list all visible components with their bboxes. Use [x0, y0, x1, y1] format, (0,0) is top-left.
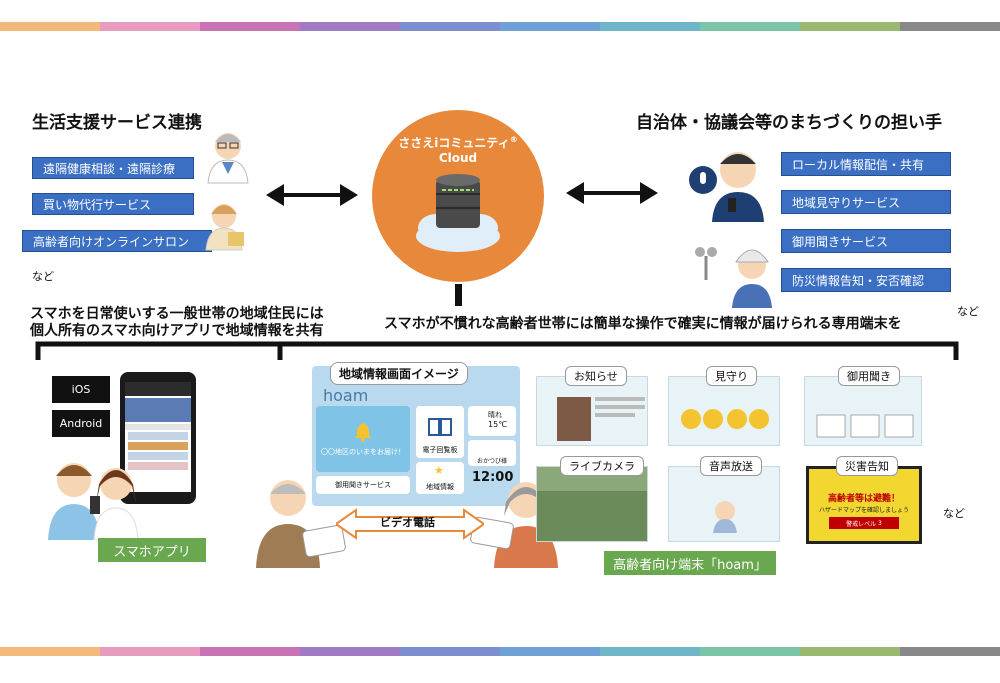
book-icon: [428, 418, 452, 436]
hoam-camera-tile[interactable]: [468, 440, 516, 466]
server-cloud-icon: [416, 174, 500, 252]
service-telehealth: 遠隔健康相談・遠隔診療: [32, 157, 194, 179]
thumb-errand: [804, 376, 922, 446]
hoam-device-label: 高齢者向け端末「hoam」: [604, 551, 776, 575]
hoam-notice-text: 〇〇地区のいまをお届け！: [321, 448, 405, 456]
android-badge: Android: [52, 410, 110, 437]
right-etc: など: [957, 305, 979, 318]
left-etc: など: [32, 270, 54, 283]
hoam-screen-title: 地域情報画面イメージ: [330, 362, 468, 385]
service-online-salon: 高齢者向けオンラインサロン: [22, 230, 212, 252]
smartphone-app-label: スマホアプリ: [98, 538, 206, 562]
thumb-watching-title: 見守り: [706, 366, 757, 386]
service-disaster: 防災情報告知・安否確認: [781, 268, 951, 292]
distribution-bracket: [35, 341, 959, 360]
smartphone-users-line1: スマホを日常使いする一般世帯の地域住民には: [30, 306, 324, 322]
cloud-service-name: ささえiコミュニティ® Cloud: [372, 134, 544, 165]
hoam-clock: 12:00: [472, 470, 514, 485]
smartphone-app-mockup: [120, 372, 196, 504]
hoam-camera-label: おかつび様: [476, 458, 507, 465]
officials-illustration: [689, 152, 772, 308]
thumb-broadcast-title: 音声放送: [700, 456, 762, 476]
service-local-info: ローカル情報配信・共有: [781, 152, 951, 176]
star-icon: ★: [434, 464, 444, 477]
left-section-title: 生活支援サービス連携: [32, 113, 202, 133]
thumb-livecam: [536, 466, 648, 542]
right-double-arrow: [566, 182, 658, 204]
young-couple-illustration: [48, 463, 139, 540]
dedicated-terminal-text: スマホが不慣れな高齢者世帯には簡単な操作で確実に情報が届けられる専用端末を: [384, 316, 902, 332]
service-watching: 地域見守りサービス: [781, 190, 951, 214]
registered-mark: ®: [509, 135, 518, 144]
cloud-connector: [455, 284, 462, 306]
thumb-watching: [668, 376, 780, 446]
hoam-chiiki-tile[interactable]: [416, 462, 464, 494]
right-section-title: 自治体・協議会等のまちづくりの担い手: [636, 113, 942, 133]
hoam-goyo-tile[interactable]: 御用聞きサービス: [316, 476, 410, 494]
disaster-line1: 高齢者等は避難！: [827, 494, 900, 504]
disaster-level-box: 警戒レベル 3: [829, 517, 899, 529]
disaster-level-label: 警戒レベル: [846, 520, 877, 528]
service-shopping: 買い物代行サービス: [32, 193, 194, 215]
hoam-logo: hoam: [323, 386, 369, 405]
bell-icon: [355, 423, 371, 442]
thumb-broadcast: [668, 466, 780, 542]
video-call-arrow: [336, 508, 484, 540]
left-double-arrow: [266, 184, 358, 206]
thumb-disaster-title: 災害告知: [836, 456, 898, 476]
video-call-label: ビデオ電話: [380, 516, 435, 529]
thumb-errand-title: 御用聞き: [838, 366, 900, 386]
thumb-disaster: 高齢者等は避難！ ハザードマップを確認しましょう 警戒レベル 3: [806, 466, 922, 544]
thumb-livecam-title: ライブカメラ: [560, 456, 644, 476]
service-errand: 御用聞きサービス: [781, 229, 951, 253]
hoam-weather-tile: [468, 406, 516, 436]
thumb-notice: [536, 376, 648, 446]
cloud-name-text: ささえiコミュニティ: [398, 136, 510, 150]
disaster-line2: ハザードマップを確認しましょう: [818, 507, 909, 514]
cloud-label: Cloud: [438, 151, 478, 165]
top-color-band: [0, 22, 1000, 31]
disaster-level-value: 3: [878, 519, 882, 527]
ios-badge: iOS: [52, 376, 110, 403]
weather-temp: 15℃: [488, 420, 508, 429]
doctor-nurse-illustration: [205, 133, 249, 251]
smartphone-users-line2: 個人所有のスマホ向けアプリで地域情報を共有: [30, 323, 324, 339]
hoam-chiiki-label: 地域情報: [426, 483, 454, 491]
weather-condition: 晴れ: [488, 411, 502, 419]
thumb-notice-title: お知らせ: [565, 366, 627, 386]
hoam-ebook-label: 電子回覧板: [422, 446, 458, 454]
bottom-color-band: [0, 647, 1000, 656]
bottom-etc: など: [943, 507, 965, 520]
